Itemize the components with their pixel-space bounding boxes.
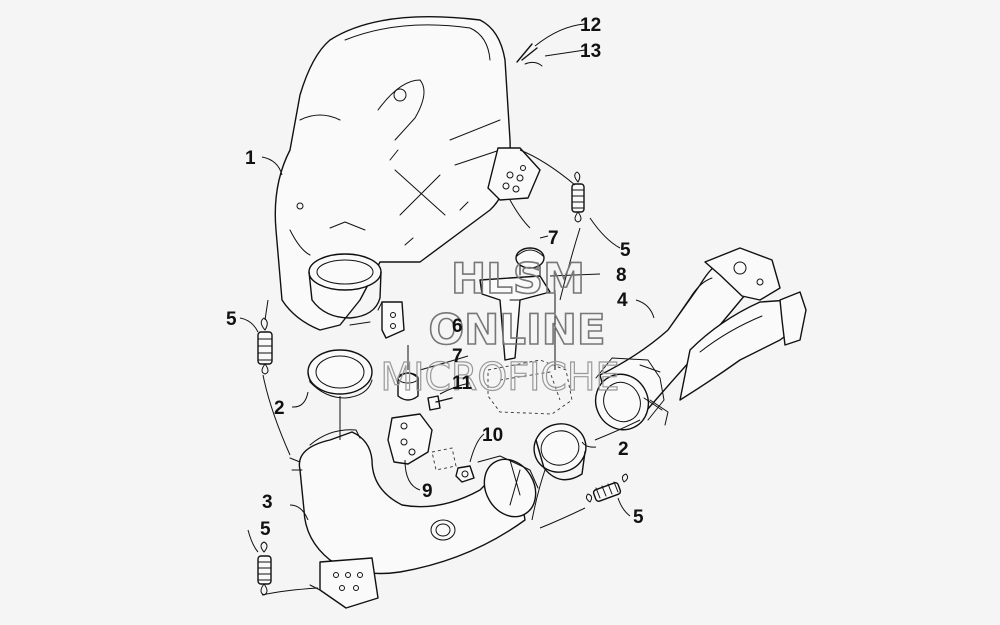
watermark-line-1: HLSM — [451, 254, 585, 303]
callout-4: 4 — [617, 290, 628, 311]
spring-part-5-top — [571, 171, 585, 223]
bracket-part-8 — [479, 275, 573, 415]
grommet-part-7-lower — [397, 372, 419, 401]
watermark: HLSM ONLINE MICROFICHE — [380, 253, 620, 399]
spring-part-5-right — [585, 473, 629, 503]
callout-3: 3 — [262, 492, 273, 513]
callout-10: 10 — [482, 425, 503, 446]
mid-pipe-part-3 — [289, 429, 539, 609]
bracket-part-9 — [387, 413, 457, 471]
watermark-line-3: MICROFICHE — [380, 355, 619, 399]
hanger-bracket-upper — [487, 147, 541, 201]
callout-5-right: 5 — [633, 507, 644, 528]
callout-13: 13 — [580, 41, 601, 62]
callout-2-right: 2 — [618, 439, 629, 460]
spring-part-5-bottom — [257, 541, 272, 596]
callout-5-left: 5 — [226, 309, 237, 330]
nut-part-10 — [455, 465, 475, 483]
callout-6: 6 — [452, 316, 463, 337]
callout-5-top: 5 — [620, 240, 631, 261]
leader-lines — [239, 23, 655, 596]
callout-8: 8 — [616, 265, 627, 286]
watermark-line-2: ONLINE — [428, 305, 605, 354]
muffler-part-1 — [274, 16, 511, 339]
callout-5-bottom: 5 — [260, 519, 271, 540]
callout-7-lower: 7 — [452, 346, 463, 367]
callout-9: 9 — [422, 481, 433, 502]
header-pipe-part-4 — [594, 247, 807, 431]
callout-11: 11 — [452, 373, 473, 394]
spring-part-5-left — [257, 317, 273, 375]
callout-labels: 1 2 2 3 4 5 5 5 5 6 7 7 8 9 10 11 12 13 — [226, 15, 644, 540]
gasket-part-2-right — [533, 423, 587, 481]
bolt-part-11 — [427, 395, 453, 411]
callout-1: 1 — [245, 148, 256, 169]
gasket-part-2-left — [307, 349, 373, 399]
clip-part-12-13 — [516, 43, 543, 67]
callout-7-upper: 7 — [548, 228, 559, 249]
callout-12: 12 — [580, 15, 601, 36]
grommet-part-7-upper — [515, 247, 545, 276]
callout-2-left: 2 — [274, 398, 285, 419]
